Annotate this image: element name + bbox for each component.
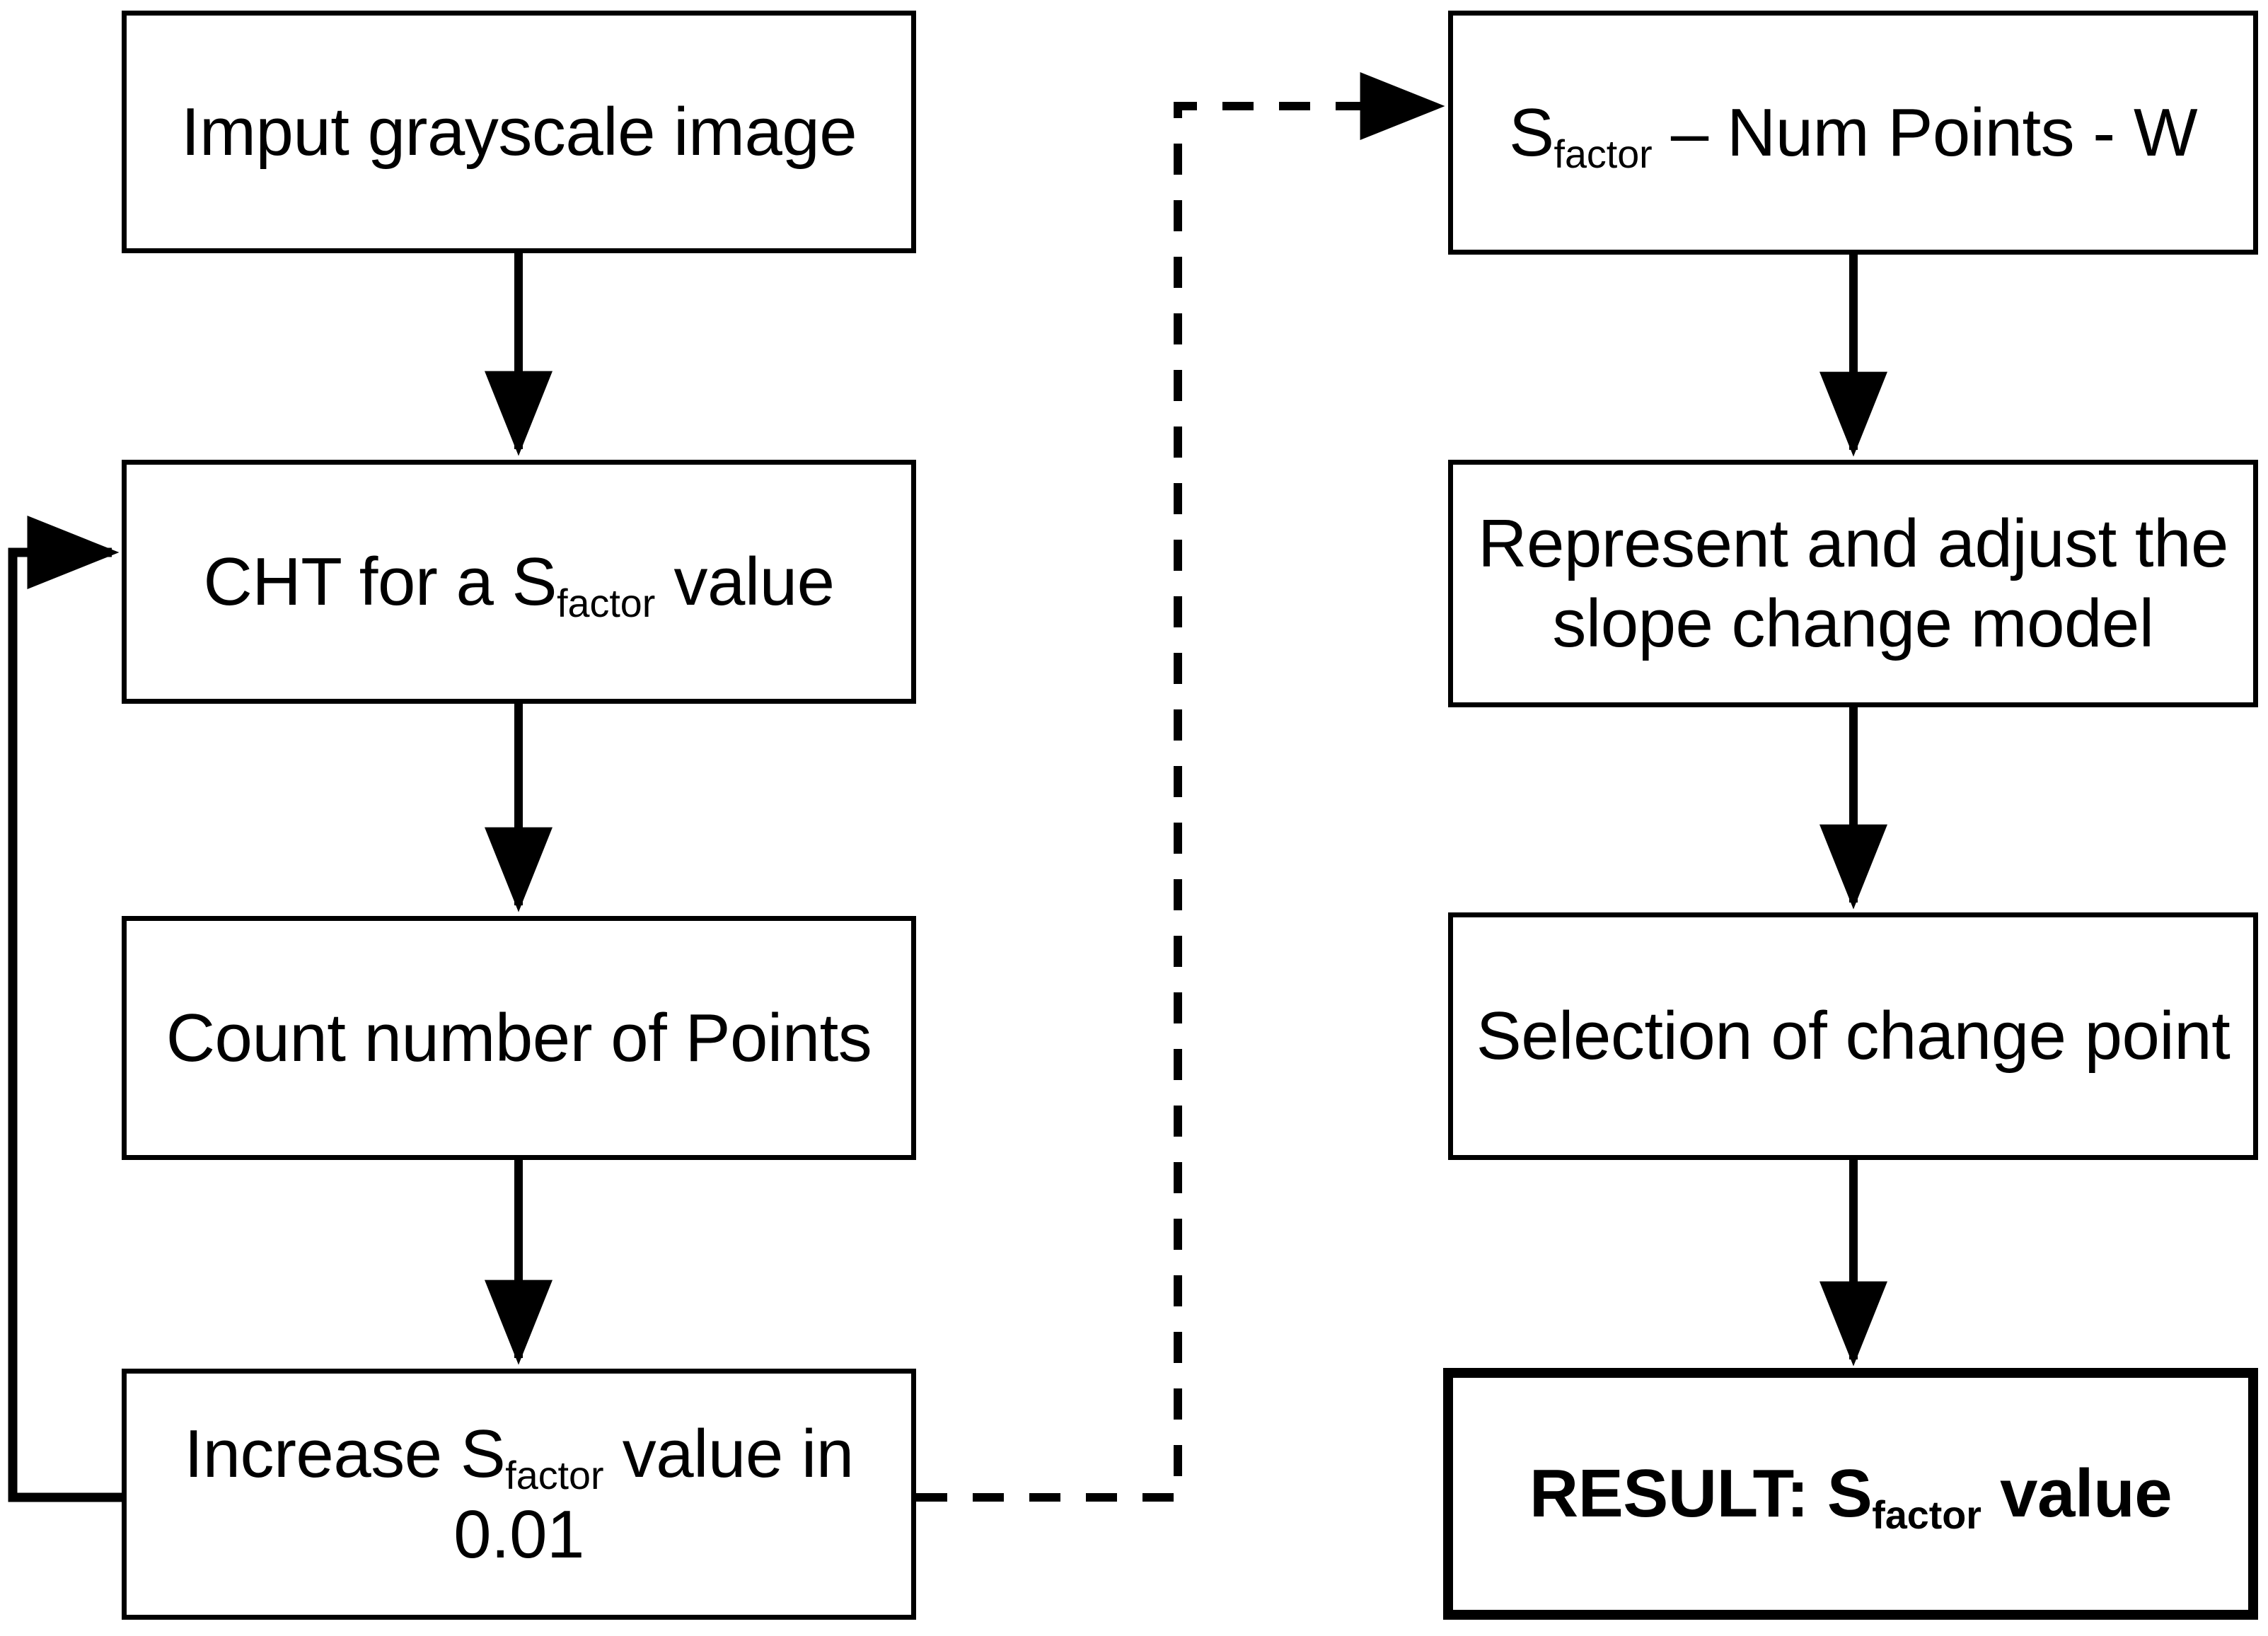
node-label-increase-sfactor-value: Increase Sfactor value in 0.01: [127, 1414, 911, 1574]
increase-suffix: value in 0.01: [453, 1416, 854, 1572]
represent-line-2: slope change model: [1552, 586, 2154, 661]
cht-suffix: value: [655, 543, 835, 620]
node-label-sfactor-num-points-w: Sfactor – Num Points - W: [1495, 93, 2211, 176]
result-suffix: value: [1981, 1456, 2172, 1532]
result-subscript: factor: [1872, 1493, 1981, 1538]
sfactor-subscript: factor: [1554, 132, 1653, 176]
node-sfactor-num-points-w[interactable]: Sfactor – Num Points - W: [1448, 11, 2258, 255]
node-label-result-sfactor-value: RESULT: Sfactor value: [1515, 1454, 2186, 1537]
node-cht-for-sfactor-value[interactable]: CHT for a Sfactor value: [122, 460, 916, 704]
node-label-count-number-of-points: Count number of Points: [166, 999, 872, 1076]
node-label-selection-of-change-point: Selection of change point: [1476, 998, 2231, 1074]
node-input-grayscale-image[interactable]: Imput grayscale image: [122, 11, 916, 253]
edge-increase-to-sfactor-dashed: [916, 72, 1445, 1502]
node-label-cht-for-sfactor-value: CHT for a Sfactor value: [190, 542, 849, 625]
node-count-number-of-points[interactable]: Count number of Points: [122, 916, 916, 1160]
edge-increase-to-cht-feedback: [8, 516, 122, 1502]
cht-subscript: factor: [557, 581, 656, 625]
result-prefix: RESULT: S: [1529, 1456, 1873, 1532]
represent-line-1: Represent and adjust the: [1478, 505, 2228, 581]
cht-prefix: CHT for a S: [203, 543, 557, 620]
node-result-sfactor-value[interactable]: RESULT: Sfactor value: [1443, 1368, 2258, 1620]
increase-prefix: Increase S: [184, 1416, 506, 1492]
node-label-input-grayscale-image: Imput grayscale image: [180, 93, 857, 170]
sfactor-suffix: – Num Points - W: [1652, 94, 2198, 170]
node-selection-of-change-point[interactable]: Selection of change point: [1448, 912, 2258, 1160]
node-increase-sfactor-value[interactable]: Increase Sfactor value in 0.01: [122, 1369, 916, 1620]
increase-subscript: factor: [505, 1453, 604, 1497]
sfactor-prefix: S: [1508, 94, 1554, 170]
